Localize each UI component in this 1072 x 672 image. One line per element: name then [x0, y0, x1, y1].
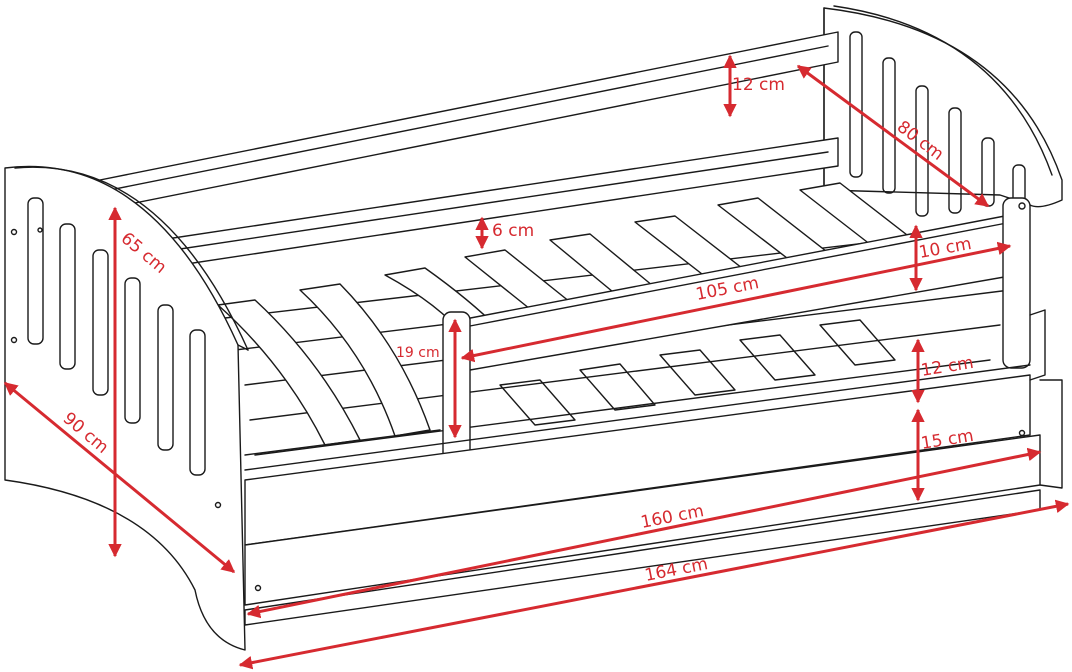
label-slat-width: 6 cm: [492, 221, 534, 241]
front-headboard-slots: [27, 197, 206, 476]
back-rails: [89, 31, 839, 269]
arrow-guard-rail-length: [460, 241, 1012, 363]
label-top-rail-height: 12 cm: [732, 75, 785, 95]
arrow-outer-length: [238, 499, 1070, 670]
dimension-arrows: [3, 54, 1070, 670]
arrow-width: [3, 381, 236, 574]
arrow-headboard-depth: [796, 64, 990, 208]
label-side-panel-height: 12 cm: [920, 353, 975, 381]
label-guard-post-height: 19 cm: [396, 345, 440, 361]
